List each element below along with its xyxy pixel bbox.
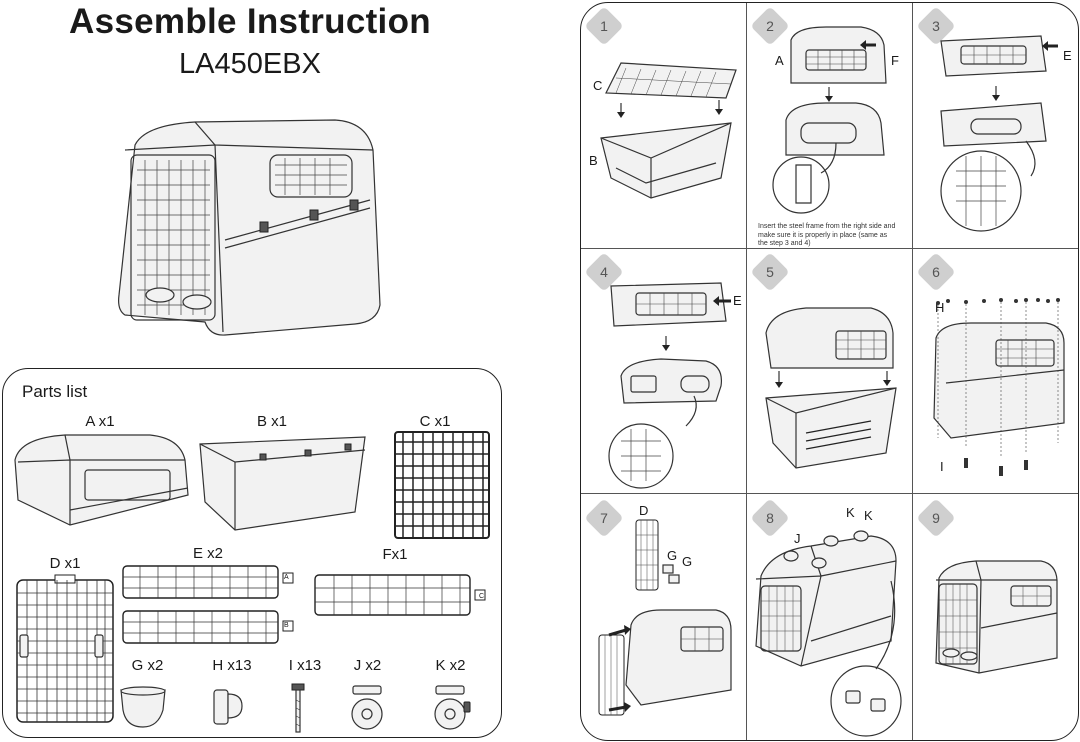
step-number: 9 xyxy=(932,510,940,526)
step-4-illustration xyxy=(608,282,731,489)
part-label-b: B x1 xyxy=(256,413,287,430)
part-k-wheel xyxy=(434,685,471,730)
part-label-d: D x1 xyxy=(49,555,81,572)
part-i-bolt xyxy=(291,683,305,733)
part-label-c: C x1 xyxy=(419,413,451,430)
step-3-illustration xyxy=(940,35,1058,232)
step-1-label-b: B xyxy=(589,153,598,168)
part-h-clip xyxy=(213,689,243,725)
step-2-label-a: A xyxy=(775,53,784,68)
assembled-crate-illustration xyxy=(118,119,381,336)
step-8-label-k2: K xyxy=(864,508,873,523)
step-2-illustration xyxy=(772,26,887,214)
part-label-k: K x2 xyxy=(435,657,466,674)
step-6-label-h: H xyxy=(935,300,945,315)
part-e-tag-a: A xyxy=(284,574,289,581)
part-a-top-shell xyxy=(14,434,189,526)
part-label-j: J x2 xyxy=(353,657,382,674)
step-8-illustration xyxy=(755,530,902,737)
step-3-label-e: E xyxy=(1063,48,1072,63)
step-1-illustration xyxy=(600,62,737,199)
step-5-illustration xyxy=(765,307,897,469)
step-2-note: Insert the steel frame from the right si… xyxy=(758,223,896,247)
step-7-illustration xyxy=(598,519,732,716)
step-8-label-j1: J xyxy=(794,531,801,546)
assembly-steps-panel: 1 C B 2 A F xyxy=(580,2,1079,741)
parts-list-panel xyxy=(2,368,502,738)
step-6-illustration xyxy=(933,298,1065,476)
step-number: 8 xyxy=(766,510,774,526)
part-d-door xyxy=(16,574,114,723)
part-f-back-window xyxy=(314,574,486,616)
model-number: LA450EBX xyxy=(179,48,321,80)
step-7-label-g1: G xyxy=(667,548,678,563)
step-number: 4 xyxy=(600,264,608,280)
step-number: 5 xyxy=(766,264,774,280)
step-6-label-i: I xyxy=(940,459,944,474)
part-j-wheel xyxy=(351,685,383,730)
parts-list-title: Parts list xyxy=(22,382,88,401)
part-label-h: H x13 xyxy=(212,657,252,674)
step-8-label-k1: K xyxy=(846,505,855,520)
part-label-f: Fx1 xyxy=(382,546,408,563)
step-2-label-f: F xyxy=(891,53,899,68)
part-e-side-windows xyxy=(122,565,294,644)
step-7-label-g2: G xyxy=(682,554,693,569)
part-label-i: I x13 xyxy=(288,657,322,674)
part-label-a: A x1 xyxy=(85,413,115,430)
step-9-illustration xyxy=(935,560,1058,674)
step-4-label-e: E xyxy=(733,293,742,308)
part-label-e: E x2 xyxy=(192,545,223,562)
part-e-tag-b: B xyxy=(284,622,289,629)
step-number: 2 xyxy=(766,18,774,34)
part-label-g: G x2 xyxy=(131,657,164,674)
step-number: 7 xyxy=(600,510,608,526)
step-1-label-c: C xyxy=(593,78,603,93)
page-title: Assemble Instruction xyxy=(69,2,431,41)
step-number: 3 xyxy=(932,18,940,34)
step-7-label-d: D xyxy=(639,503,649,518)
step-number: 1 xyxy=(600,18,608,34)
part-f-tag-c: C xyxy=(479,593,485,600)
part-b-bottom-shell xyxy=(199,436,366,531)
part-c-floor-grate xyxy=(394,431,490,539)
part-g-bowl xyxy=(120,686,166,728)
step-number: 6 xyxy=(932,264,940,280)
